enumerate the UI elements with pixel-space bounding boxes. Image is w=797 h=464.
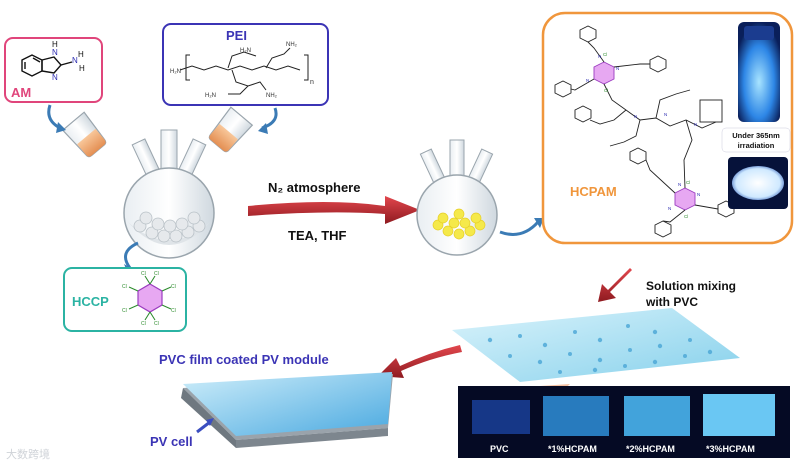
- svg-text:Cl: Cl: [141, 271, 146, 277]
- svg-text:N: N: [697, 192, 700, 197]
- svg-text:Cl: Cl: [684, 214, 688, 219]
- hcpam-panel: HCPAM N N N: [541, 11, 794, 245]
- beaker-icon: [61, 111, 107, 158]
- uv-caption-line1: Under 365nm: [732, 131, 780, 140]
- am-atom-n2: N: [52, 73, 58, 82]
- pei-structure: [179, 47, 309, 95]
- svg-text:H₂N: H₂N: [205, 93, 216, 99]
- powder-dish-icon: [728, 157, 788, 209]
- svg-text:N: N: [634, 114, 637, 119]
- am-label: AM: [11, 85, 31, 100]
- pv-cell-label: PV cell: [150, 434, 193, 449]
- svg-text:H₂N: H₂N: [170, 69, 181, 75]
- flask-icon: [416, 139, 498, 256]
- sample-label: *1%HCPAM: [548, 444, 597, 454]
- svg-text:Cl: Cl: [171, 308, 176, 314]
- flask-icon: [123, 129, 215, 259]
- pvc-film-module-label: PVC film coated PV module: [159, 352, 329, 367]
- svg-text:H: H: [78, 50, 84, 59]
- pei-panel: PEI H₂N H₂N NH₂ H₂N NH₂ n: [162, 23, 329, 106]
- watermark: 大数跨境: [6, 447, 50, 461]
- am-panel: N N H N H H AM: [4, 37, 103, 103]
- curved-arrow-icon: [124, 241, 139, 269]
- svg-text:Cl: Cl: [154, 271, 159, 277]
- svg-text:Cl: Cl: [603, 52, 607, 57]
- solution-mixing-line2: with PVC: [645, 295, 698, 309]
- sample-label: *2%HCPAM: [626, 444, 675, 454]
- am-structure: [21, 54, 73, 77]
- pvc-film: [452, 308, 740, 382]
- red-arrow-icon: [378, 345, 462, 378]
- svg-text:n: n: [310, 79, 314, 86]
- curved-arrow-icon: [499, 220, 540, 236]
- pv-cell-pointer: [196, 418, 214, 434]
- pei-label: PEI: [226, 28, 247, 43]
- svg-text:Cl: Cl: [154, 321, 159, 327]
- am-atom-n1: N: [52, 48, 58, 57]
- svg-text:N: N: [694, 122, 697, 127]
- svg-text:N: N: [586, 78, 589, 83]
- condition-solvent: TEA, THF: [288, 228, 347, 243]
- condition-atmosphere: N₂ atmosphere: [268, 180, 360, 195]
- svg-text:N: N: [668, 206, 671, 211]
- svg-text:Cl: Cl: [141, 321, 146, 327]
- uv-caption-line2: irradiation: [738, 141, 775, 150]
- svg-text:Cl: Cl: [171, 284, 176, 290]
- hcpam-label: HCPAM: [570, 184, 617, 199]
- svg-text:Cl: Cl: [122, 308, 127, 314]
- red-arrow-icon: [598, 268, 632, 302]
- svg-text:Cl: Cl: [686, 180, 690, 185]
- hcpam-structure: [554, 25, 735, 238]
- hccp-label: HCCP: [72, 294, 109, 309]
- svg-text:N: N: [678, 182, 681, 187]
- svg-text:NH₂: NH₂: [266, 93, 278, 99]
- solution-mixing-line1: Solution mixing: [646, 279, 736, 293]
- svg-text:N: N: [72, 56, 78, 65]
- svg-text:H: H: [79, 64, 85, 73]
- sample-label: *3%HCPAM: [706, 444, 755, 454]
- pv-module: [181, 372, 393, 448]
- svg-text:N: N: [598, 54, 601, 59]
- svg-text:Cl: Cl: [604, 88, 608, 93]
- fluorescence-photo: [458, 386, 790, 458]
- sample-label: PVC: [490, 444, 509, 454]
- red-arrow-icon: [248, 196, 420, 224]
- svg-text:N: N: [664, 112, 667, 117]
- svg-text:H₂N: H₂N: [240, 48, 251, 54]
- svg-text:NH₂: NH₂: [286, 42, 298, 48]
- vial-icon: [738, 22, 780, 122]
- svg-text:Cl: Cl: [122, 284, 127, 290]
- svg-text:H: H: [52, 40, 58, 49]
- beaker-icon: [208, 106, 254, 153]
- svg-text:N: N: [616, 66, 619, 71]
- sample-labels: PVC *1%HCPAM *2%HCPAM *3%HCPAM: [490, 444, 755, 454]
